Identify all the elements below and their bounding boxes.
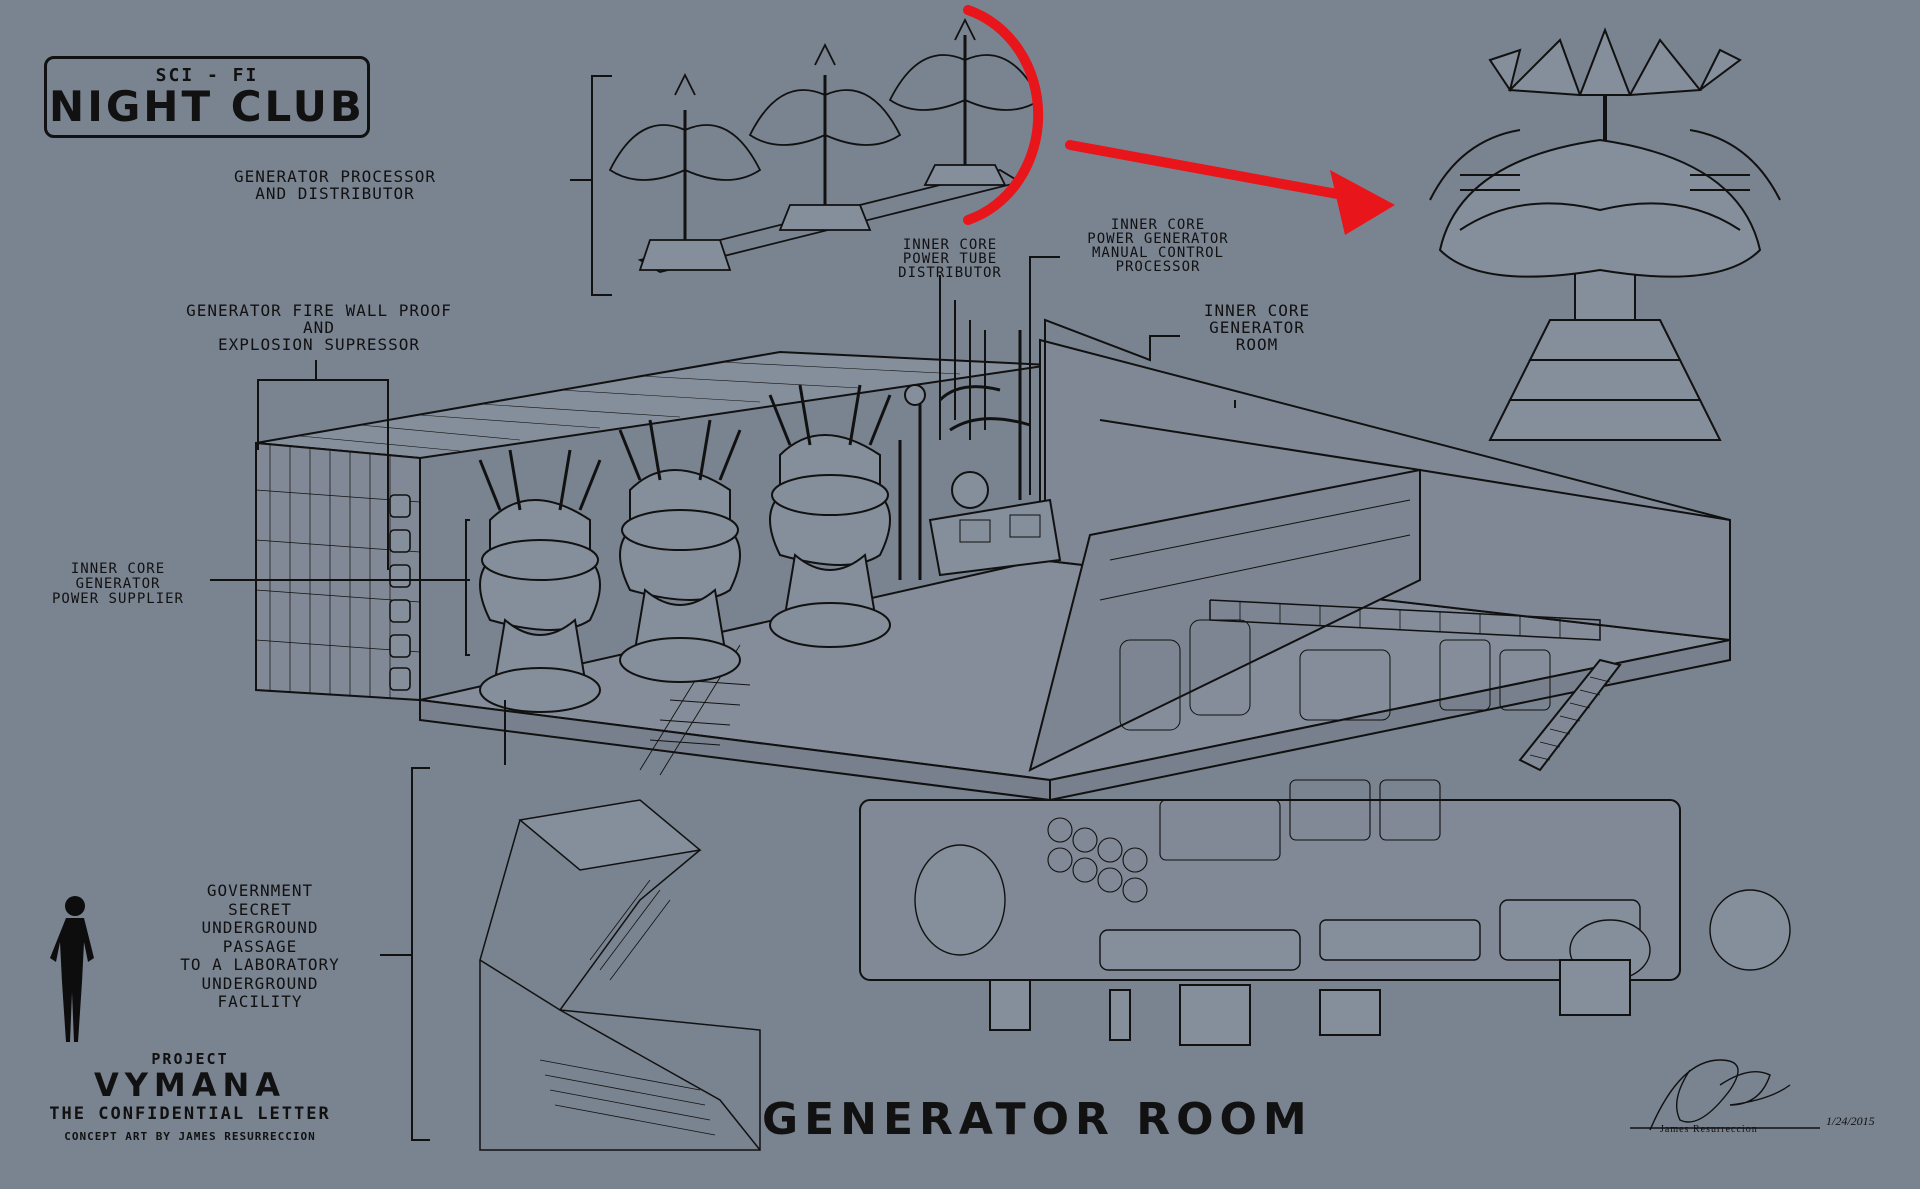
generator-processor-row	[608, 17, 1042, 273]
processor-bracket	[591, 75, 612, 296]
highlight-arrow	[963, 5, 1375, 225]
reactor-core-3	[768, 384, 892, 648]
genre-label: SCI - FI	[155, 65, 259, 86]
building-structure	[255, 330, 1791, 1151]
reactor-core-1	[478, 449, 602, 713]
arrow-head-icon	[1330, 170, 1395, 235]
page-title: NIGHT CLUB	[49, 82, 365, 131]
leader-lines	[210, 256, 1236, 1141]
signature-mark	[1630, 1059, 1820, 1131]
reactor-core-2	[618, 419, 742, 683]
signature-name: James Resurreccion	[1660, 1124, 1758, 1135]
generator-room-title: GENERATOR ROOM	[762, 1094, 1313, 1145]
label-manual-control: INNER CORE POWER GENERATOR MANUAL CONTRO…	[1087, 217, 1229, 275]
label-power-supplier: INNER CORE GENERATOR POWER SUPPLIER	[51, 561, 184, 607]
human-scale-silhouette	[50, 896, 94, 1042]
label-generator-room: INNER CORE GENERATOR ROOM	[1203, 301, 1311, 354]
label-generator-processor: GENERATOR PROCESSOR AND DISTRIBUTOR	[233, 167, 437, 203]
project-subtitle: THE CONFIDENTIAL LETTER	[49, 1104, 331, 1124]
label-power-tube: INNER CORE POWER TUBE DISTRIBUTOR	[898, 237, 1002, 281]
processor-detail	[1429, 27, 1781, 441]
label-passage: GOVERNMENT SECRET UNDERGROUND PASSAGE TO…	[180, 881, 340, 1011]
signature-date: 1/24/2015	[1826, 1114, 1875, 1128]
project-credit: CONCEPT ART BY JAMES RESURRECCION	[64, 1130, 316, 1143]
project-name: VYMANA	[93, 1066, 287, 1104]
project-label: PROJECT	[151, 1050, 229, 1068]
label-fire-wall: GENERATOR FIRE WALL PROOF AND EXPLOSION …	[186, 301, 452, 354]
title-badge: SCI - FI NIGHT CLUB	[44, 56, 370, 138]
